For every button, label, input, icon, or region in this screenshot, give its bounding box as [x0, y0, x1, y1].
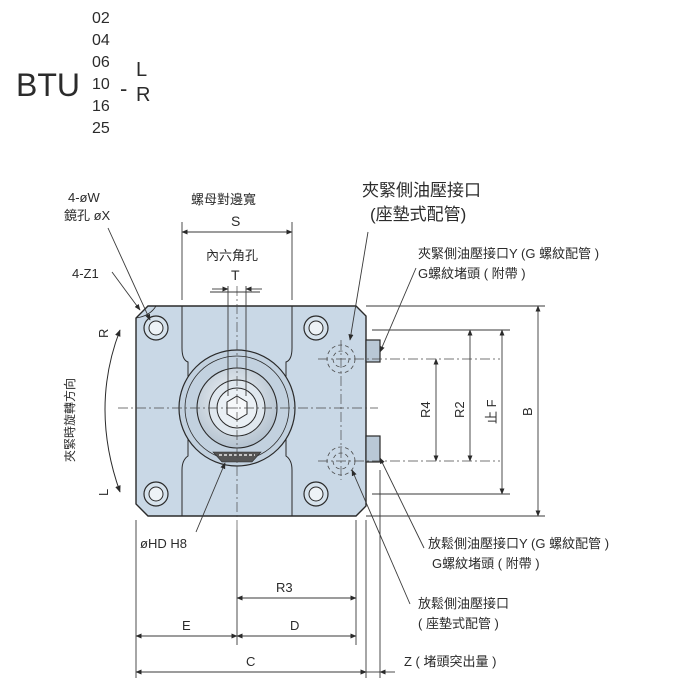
direction-option: L — [136, 59, 147, 81]
label-clamp-port-y: 夾緊側油壓接口Y (G 螺紋配管 ) — [418, 246, 599, 261]
size-option: 06 — [92, 54, 110, 71]
label-holes-w: 4-øW — [68, 190, 101, 205]
label-e: E — [182, 618, 191, 633]
model-dash: - — [120, 76, 127, 101]
side-ports — [365, 339, 381, 463]
label-release-port-y: 放鬆側油壓接口Y (G 螺紋配管 ) — [428, 536, 609, 551]
label-nut-width: 螺母對邊寬 — [191, 192, 256, 207]
label-t: T — [231, 267, 240, 283]
size-option: 25 — [92, 120, 110, 137]
size-option: 16 — [92, 98, 110, 115]
label-release-port-sub: ( 座墊式配管 ) — [418, 616, 499, 631]
leader-lines — [107, 227, 425, 605]
label-r2: R2 — [452, 401, 467, 418]
label-holes-x: 鏡孔 øX — [64, 208, 111, 223]
rotation-arc — [104, 329, 121, 493]
label-release-plug: G螺紋堵頭 ( 附帶 ) — [432, 556, 540, 571]
label-release-port-title: 放鬆側油壓接口 — [418, 596, 509, 611]
size-option: 04 — [92, 32, 110, 49]
mounting-holes — [143, 315, 329, 507]
model-prefix: BTU — [16, 67, 80, 103]
label-b: B — [520, 407, 535, 416]
label-rotation: 夾緊時旋轉方向 — [62, 378, 77, 462]
label-l: L — [96, 489, 111, 496]
label-f: 止 F — [484, 399, 499, 424]
label-hex-hole: 內六角孔 — [206, 248, 258, 263]
size-option: 02 — [92, 10, 110, 27]
direction-option: R — [136, 84, 150, 106]
dimension-lines — [135, 222, 545, 678]
label-z1: 4-Z1 — [72, 266, 99, 281]
label-r4: R4 — [418, 401, 433, 418]
label-d: D — [290, 618, 299, 633]
label-clamp-plug: G螺紋堵頭 ( 附帶 ) — [418, 266, 526, 281]
label-clamp-port-title: 夾緊側油壓接口 — [362, 181, 481, 200]
label-r: R — [96, 329, 111, 338]
size-option: 10 — [92, 76, 110, 93]
label-r3: R3 — [276, 580, 293, 595]
label-clamp-port-sub: (座墊式配管) — [370, 205, 466, 224]
label-c: C — [246, 654, 255, 669]
label-hd: øHD H8 — [140, 536, 187, 551]
label-z: Z ( 堵頭突出量 ) — [404, 654, 496, 669]
label-s: S — [231, 213, 240, 229]
